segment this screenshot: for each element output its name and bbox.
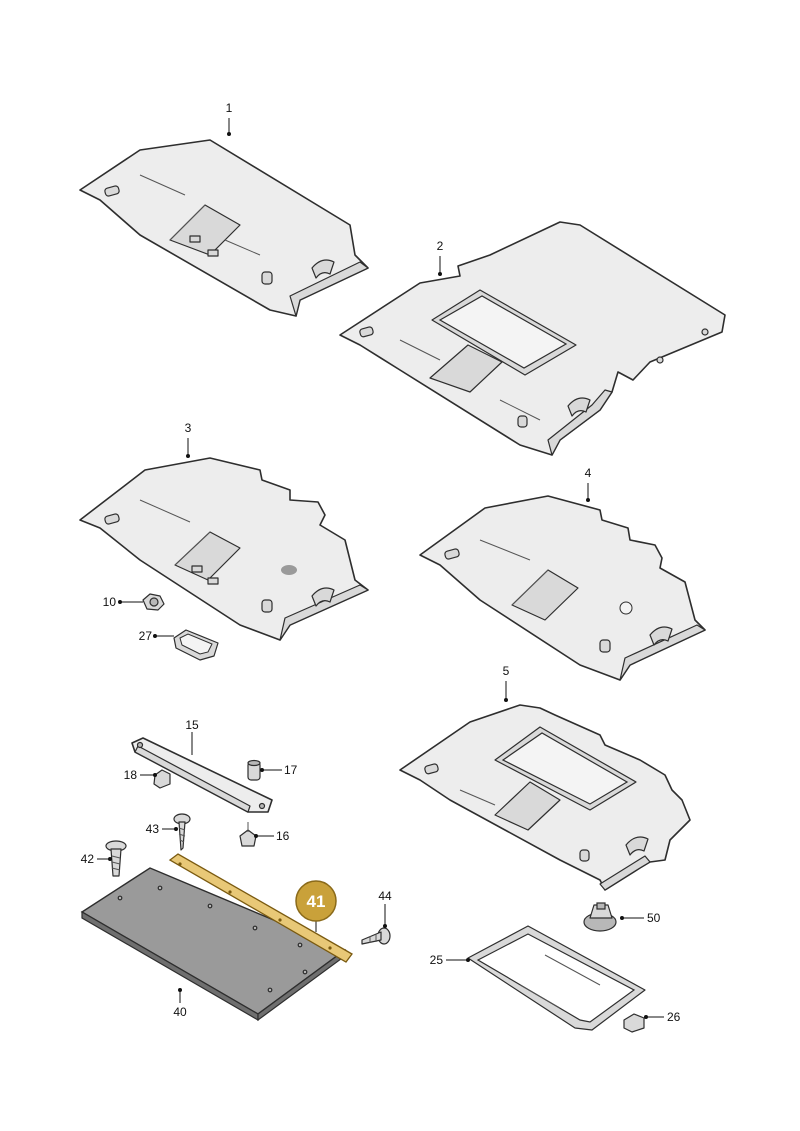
callout-42[interactable]: 42 — [81, 852, 112, 866]
highlight-badge-41[interactable]: 41 — [295, 880, 337, 932]
screw-part-43[interactable] — [173, 813, 191, 851]
callout-25[interactable]: 25 — [430, 953, 470, 967]
callout-16[interactable]: 16 — [254, 829, 290, 843]
callout-label-43: 43 — [146, 822, 160, 836]
callout-label-25: 25 — [430, 953, 444, 967]
callout-5[interactable]: 5 — [503, 664, 510, 702]
callout-label-2: 2 — [437, 239, 444, 253]
callout-4[interactable]: 4 — [585, 466, 592, 502]
callout-label-16: 16 — [276, 829, 290, 843]
cover-part-27[interactable] — [173, 629, 219, 661]
callout-43[interactable]: 43 — [146, 822, 178, 836]
callout-44[interactable]: 44 — [378, 889, 392, 928]
panel-part-40[interactable] — [80, 867, 347, 1022]
trim-strip-part-41[interactable] — [168, 853, 353, 963]
bolt-part-42[interactable] — [105, 840, 127, 877]
highlight-badge-label: 41 — [307, 892, 326, 911]
callout-label-40: 40 — [173, 1005, 187, 1019]
fastener-part-16[interactable] — [239, 822, 257, 847]
bracket-part-18[interactable] — [153, 769, 171, 789]
callout-label-42: 42 — [81, 852, 95, 866]
callout-label-4: 4 — [585, 466, 592, 480]
callout-1[interactable]: 1 — [226, 101, 233, 136]
callout-27[interactable]: 27 — [139, 629, 174, 643]
callout-label-5: 5 — [503, 664, 510, 678]
headliner-part-3[interactable] — [79, 457, 369, 641]
motor-part-50[interactable] — [583, 902, 617, 932]
callout-3[interactable]: 3 — [185, 421, 192, 458]
callout-label-15: 15 — [185, 718, 199, 732]
screw-part-44[interactable] — [361, 927, 391, 945]
callout-17[interactable]: 17 — [260, 763, 298, 777]
callout-2[interactable]: 2 — [437, 239, 444, 276]
rail-part-15[interactable] — [131, 737, 273, 813]
callout-15[interactable]: 15 — [185, 718, 199, 755]
frame-part-25[interactable] — [467, 925, 646, 1031]
callout-label-44: 44 — [378, 889, 392, 903]
callout-label-27: 27 — [139, 629, 153, 643]
clip-part-26[interactable] — [623, 1013, 645, 1033]
callout-label-17: 17 — [284, 763, 298, 777]
callout-26[interactable]: 26 — [644, 1010, 681, 1024]
plug-part-17[interactable] — [247, 759, 261, 781]
callout-label-1: 1 — [226, 101, 233, 115]
callout-50[interactable]: 50 — [620, 911, 661, 925]
callout-40[interactable]: 40 — [173, 988, 187, 1019]
callout-label-26: 26 — [667, 1010, 681, 1024]
headliner-part-1[interactable] — [79, 139, 369, 317]
headliner-part-5[interactable] — [399, 704, 691, 891]
callout-10[interactable]: 10 — [103, 595, 143, 609]
callout-18[interactable]: 18 — [124, 768, 157, 782]
callout-label-50: 50 — [647, 911, 661, 925]
clip-part-10[interactable] — [142, 593, 165, 611]
headliner-part-2[interactable] — [339, 221, 726, 456]
callout-label-10: 10 — [103, 595, 117, 609]
callout-label-3: 3 — [185, 421, 192, 435]
headliner-part-4[interactable] — [419, 495, 706, 681]
callout-label-18: 18 — [124, 768, 138, 782]
